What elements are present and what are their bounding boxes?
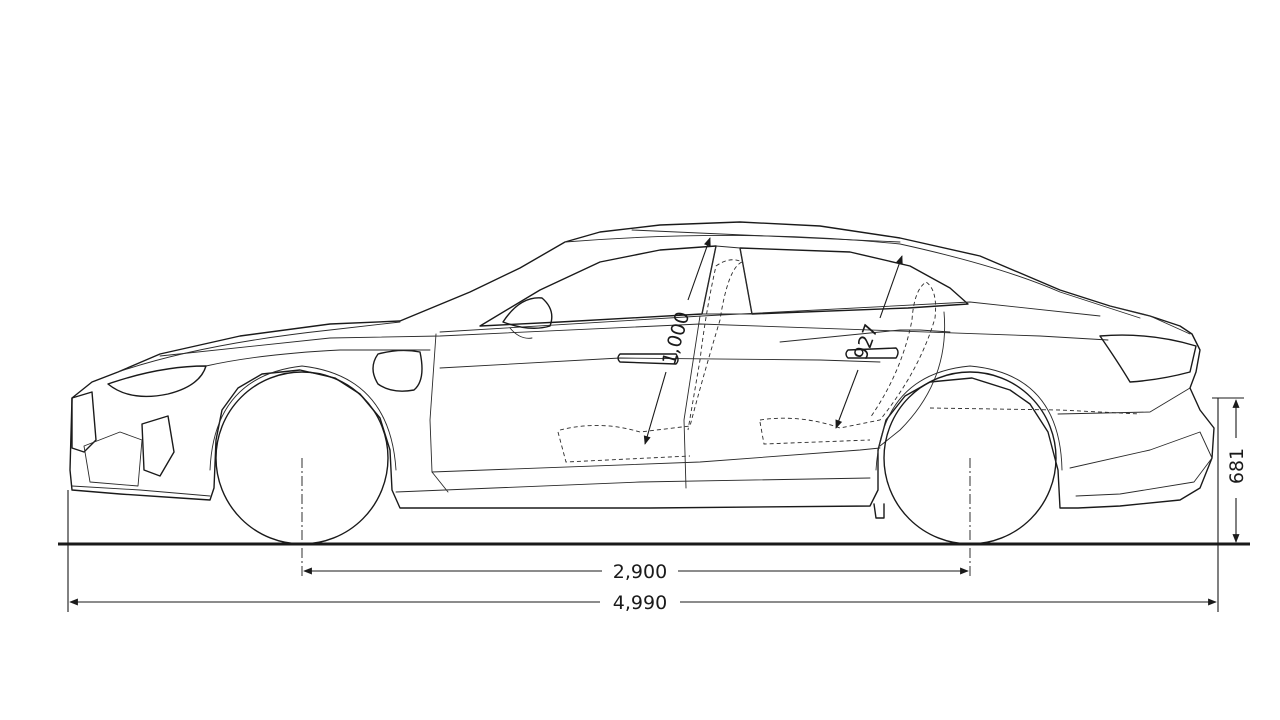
rear-interior-dash — [929, 407, 1141, 415]
roof-line — [564, 235, 1141, 319]
headlight — [107, 365, 207, 398]
sill-jack-point — [873, 503, 885, 519]
car-body — [69, 221, 1215, 509]
front-seat-cushion — [557, 431, 691, 463]
rear-bumper-line — [1057, 387, 1191, 415]
rear-headroom-line-bottom — [835, 369, 859, 429]
front-headroom-dimension: 1,000 — [643, 237, 711, 445]
front-wheel — [209, 365, 397, 578]
sill-line — [431, 447, 881, 473]
rocker-line — [395, 477, 871, 493]
body-silhouette — [69, 221, 1215, 509]
front-headroom-line-bottom — [643, 371, 667, 445]
overall-length-dimension: 4,990 — [69, 592, 1217, 614]
charging-flap — [372, 349, 423, 392]
shoulder-line — [159, 323, 1109, 357]
front-door-rear-edge — [683, 315, 701, 489]
rear-headroom-line-top — [879, 255, 903, 319]
rear-wheel-arch — [875, 365, 1063, 471]
rear-taillight — [1099, 334, 1197, 383]
front-lower-intake — [83, 431, 143, 487]
rear-spoiler — [1109, 305, 1191, 335]
front-seat — [559, 259, 744, 433]
rear-headroom-dimension: 927 — [835, 255, 903, 429]
front-wheel-arch — [209, 365, 397, 471]
rear-headroom-label: 927 — [850, 321, 883, 363]
seats-hidden-lines — [557, 259, 937, 463]
rear-seat — [759, 281, 937, 429]
window-front — [479, 245, 717, 327]
window-rear — [739, 247, 969, 315]
front-air-intake — [141, 415, 175, 477]
mirror-stem — [509, 327, 533, 339]
wheelbase-dimension: 2,900 — [303, 561, 969, 583]
hood-line — [117, 321, 401, 373]
belt-line — [439, 301, 1101, 333]
b-pillar — [701, 245, 753, 315]
side-crease-lower — [439, 357, 881, 369]
rear-height-dimension: 681 — [1212, 397, 1248, 543]
front-door-edge — [429, 333, 449, 493]
front-grille — [71, 391, 97, 453]
rear-diffuser — [1069, 431, 1213, 497]
rear-door-handle — [845, 347, 899, 359]
roof-rail — [631, 229, 901, 243]
overall-length-label: 4,990 — [613, 592, 667, 614]
front-headroom-line-top — [687, 237, 711, 301]
side-mirror — [502, 297, 553, 329]
front-splitter — [71, 485, 211, 497]
front-fender-line — [205, 349, 431, 367]
wheelbase-label: 2,900 — [613, 561, 667, 583]
front-door-handle — [617, 353, 679, 365]
rear-seat-cushion — [759, 421, 871, 445]
rear-height-label: 681 — [1226, 448, 1248, 484]
rear-wheel — [875, 365, 1063, 578]
